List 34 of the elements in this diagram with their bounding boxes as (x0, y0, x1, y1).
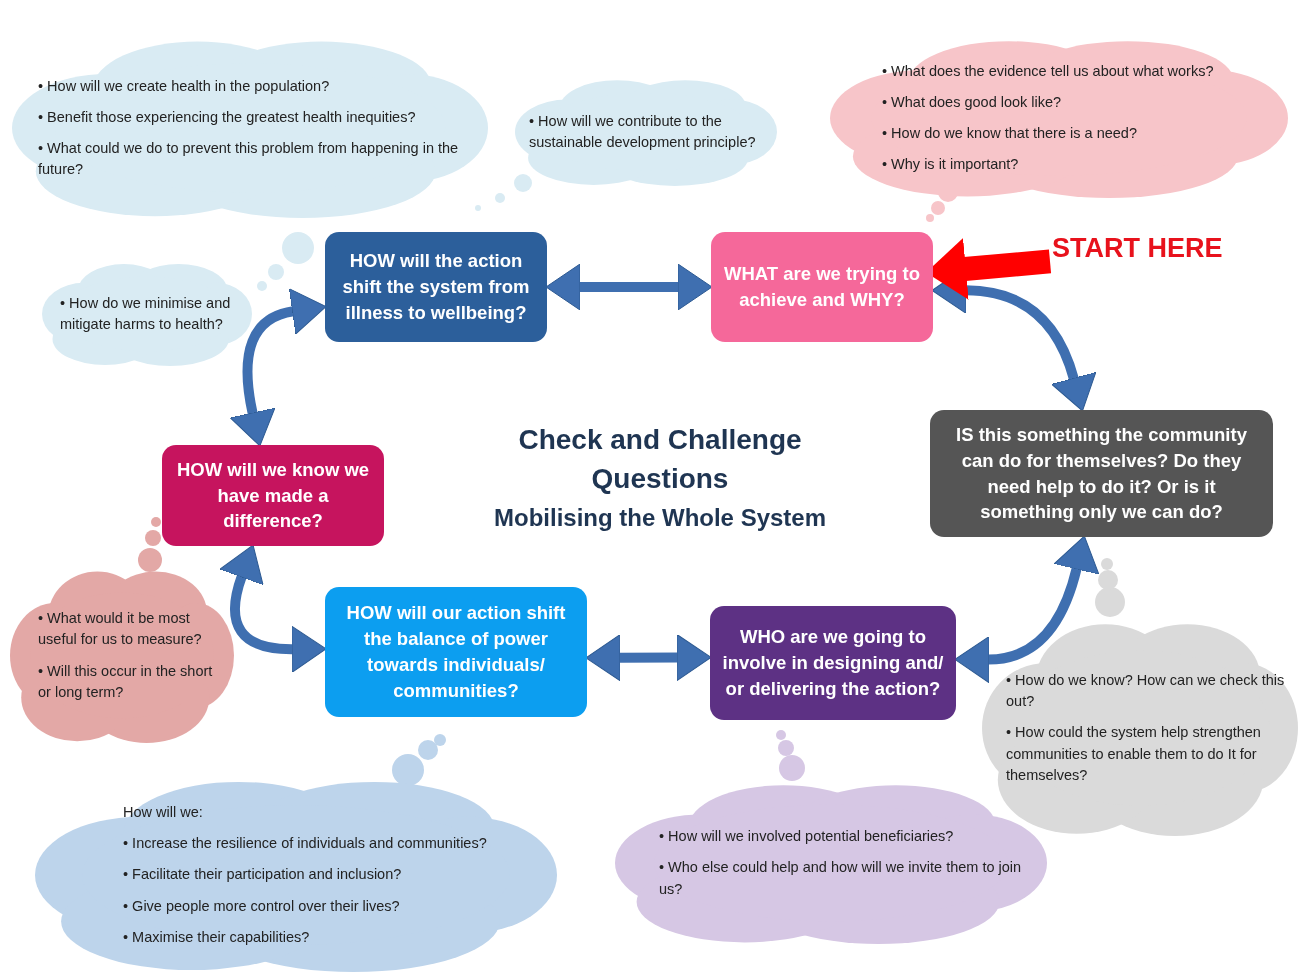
question-box: HOW will the action shift the system from illness to wellbeing? (325, 232, 547, 342)
question-text: • How do we know that there is a need? (882, 124, 1138, 143)
double-arrow (954, 535, 1100, 683)
question-text: • Will this occur in the short or long term? (38, 661, 214, 702)
question-box: IS this something the community can do for themselves? Do they need help to do it? Or is it something only we can do? (930, 410, 1273, 537)
question-box: HOW will we know we have made a difference? (162, 445, 384, 546)
double-arrow (585, 634, 712, 682)
question-text: • What does the evidence tell us about what works? (882, 61, 1215, 81)
question-text: • How do we know? How can we check this out? (1006, 671, 1286, 712)
question-text: • What could we do to prevent this problem from happening in the future? (38, 139, 460, 179)
question-text: • Why is it important? (882, 155, 1020, 174)
double-arrow (219, 544, 327, 673)
question-text: • How do we minimise and mitigate harms to health? (60, 294, 232, 334)
question-text: • How will we contribute to the sustainable development principle? (529, 112, 757, 152)
question-text: • Increase the resilience of individuals and communities? (123, 834, 488, 854)
question-text: • What would it be most useful for us to measure? (38, 609, 203, 650)
diagram-title: Check and Challenge Questions (517, 423, 803, 496)
question-text: How will we: (123, 803, 204, 823)
question-text: • Benefit those experiencing the greatest health inequities? (38, 108, 417, 127)
start-label: START HERE (1052, 228, 1242, 268)
subtitle: Mobilising the Whole System (494, 503, 826, 533)
question-text: • Maximise their capabilities? (123, 927, 311, 947)
question-text: • How could the system help strengthen communities to enable them to do It for themselves? (1006, 723, 1262, 785)
question-text: • Facilitate their participation and inclusion? (123, 865, 403, 885)
question-text: • Give people more control over their lives? (123, 896, 401, 916)
double-arrow (229, 288, 327, 447)
question-text: • How will we create health in the population? (38, 76, 331, 96)
question-text: • How will we involved potential beneficiaries? (659, 827, 955, 847)
question-box: WHO are we going to involve in designing and/ or delivering the action? (710, 606, 956, 720)
question-text: • Who else could help and how will we invite them to join us? (659, 858, 1023, 899)
question-text: • What does good look like? (882, 93, 1063, 112)
question-box: HOW will our action shift the balance of power towards individuals/ communities? (325, 587, 587, 717)
question-box: WHAT are we trying to achieve and WHY? (711, 232, 933, 342)
double-arrow (545, 263, 713, 311)
